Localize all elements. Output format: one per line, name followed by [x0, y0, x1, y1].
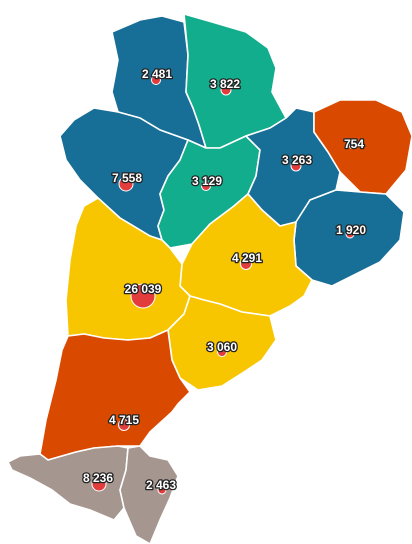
marker-dordogne [240, 258, 252, 270]
department-landes [39, 329, 191, 461]
label-creuse: 754 [344, 137, 364, 151]
marker-charente-maritime [118, 176, 134, 192]
population-markers [91, 75, 355, 495]
marker-pa-est [157, 485, 167, 495]
label-charente-maritime: 7 558 [112, 171, 142, 185]
label-deux-sevres: 2 481 [142, 67, 172, 81]
department-shapes [7, 13, 412, 544]
label-haute-vienne: 3 263 [282, 153, 312, 167]
label-pa-ouest: 8 236 [83, 471, 113, 485]
marker-vienne [220, 84, 232, 96]
department-pyrenees-atlantiques-est [119, 445, 179, 544]
label-vienne: 3 822 [210, 77, 240, 91]
value-labels: 2 481 3 822 7 558 3 129 3 263 754 1 920 … [82, 66, 368, 494]
marker-gironde [130, 283, 156, 309]
label-landes: 4 715 [109, 413, 139, 427]
marker-pa-ouest [91, 476, 107, 492]
label-lot-et-garonne: 3 060 [207, 340, 237, 354]
label-correze: 1 920 [336, 223, 366, 237]
department-creuse [313, 99, 412, 195]
label-gironde: 26 039 [125, 282, 162, 296]
marker-haute-vienne [290, 160, 302, 172]
marker-landes [118, 419, 130, 431]
label-pa-est: 2 463 [146, 478, 176, 492]
marker-deux-sevres [151, 75, 161, 85]
label-dordogne: 4 291 [232, 251, 262, 265]
marker-lot-et-garonne [217, 347, 227, 357]
marker-correze [345, 229, 355, 239]
label-charente: 3 129 [192, 174, 222, 188]
marker-charente [201, 181, 211, 191]
marker-creuse [349, 143, 355, 149]
